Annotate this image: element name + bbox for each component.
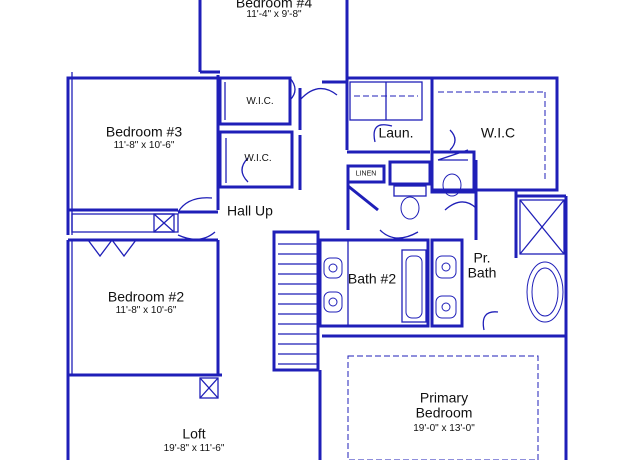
primary-bedroom-label: Primary Bedroom: [415, 389, 473, 420]
loft-label: Loft: [182, 425, 206, 442]
wic-mid-walls: [218, 130, 294, 189]
bedroom2-label: Bedroom #2: [107, 288, 185, 305]
laundry-label: Laun.: [378, 124, 414, 141]
linen-walls: [346, 160, 432, 239]
wic-mid-label: W.I.C.: [244, 152, 272, 164]
bedroom4-dims: 11'-4" x 9'-8": [246, 8, 302, 20]
bath2-walls: [318, 238, 430, 328]
wic-top-walls: [218, 76, 296, 126]
linen-label: LINEN: [355, 170, 377, 178]
loft-dims: 19'-8" x 11'-6": [163, 442, 225, 454]
primary-wic-walls: [430, 76, 559, 192]
primary-bedroom-dims: 19'-0" x 13'-0": [413, 422, 475, 434]
bedroom4-walls: [198, 0, 349, 78]
pr-bath-label: Pr. Bath: [467, 249, 497, 280]
bedroom3-walls: [66, 72, 220, 235]
bedroom3-label: Bedroom #3: [105, 123, 183, 140]
primary-wic-label: W.I.C: [480, 124, 516, 141]
bedroom2-dims: 11'-8" x 10'-6": [115, 304, 177, 316]
pr-bath-walls: [430, 149, 568, 336]
stairs: [272, 230, 348, 372]
bedroom4-label: Bedroom #4: [235, 0, 313, 11]
primary-bedroom-walls: [322, 334, 568, 460]
loft-walls: [66, 370, 322, 460]
hall-label: Hall Up: [227, 202, 273, 219]
bath2-label: Bath #2: [347, 270, 397, 287]
laundry-walls: [347, 76, 432, 154]
wic-top-label: W.I.C.: [246, 95, 274, 107]
bedroom3-dims: 11'-8" x 10'-6": [113, 139, 175, 151]
